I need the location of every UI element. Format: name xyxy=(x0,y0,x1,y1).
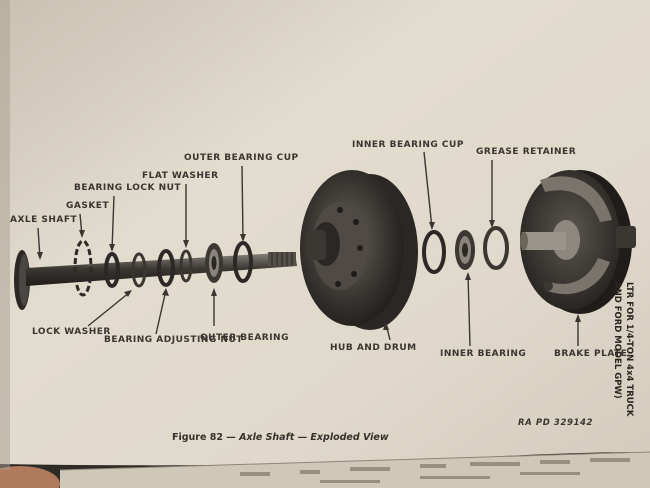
outer-bearing xyxy=(205,243,223,283)
figure-reference: RA PD 329142 xyxy=(518,418,594,428)
flat-washer xyxy=(179,249,193,283)
grease-retainer xyxy=(483,226,509,270)
lock-washer xyxy=(131,252,147,288)
figure-title: Axle Shaft xyxy=(239,432,295,443)
bearing-adjusting-nut xyxy=(157,249,175,287)
label-hub-and-drum: HUB AND DRUM xyxy=(330,343,417,353)
label-outer-bearing: OUTER BEARING xyxy=(200,333,289,343)
label-inner-bearing: INNER BEARING xyxy=(440,349,527,359)
hub-and-drum xyxy=(300,170,418,330)
figure-number: Figure 82 xyxy=(172,432,223,443)
figure-subtitle: Exploded View xyxy=(310,432,389,443)
inner-bearing-cup xyxy=(422,230,446,274)
inner-bearing xyxy=(455,230,475,270)
label-grease-retainer: GREASE RETAINER xyxy=(476,147,577,157)
label-flat-washer: FLAT WASHER xyxy=(142,171,219,181)
axle-shaft-body xyxy=(26,252,297,286)
figure-caption: Figure 82 — Axle Shaft — Exploded View xyxy=(172,432,389,443)
label-lock-washer: LOCK WASHER xyxy=(32,327,111,337)
label-gasket: GASKET xyxy=(66,201,110,211)
label-axle-shaft: AXLE SHAFT xyxy=(10,215,78,225)
brake-plate xyxy=(520,170,636,314)
side-running-head-1: LTR FOR 1/4-TON 4x4 TRUCK xyxy=(624,282,634,417)
label-bearing-adjusting-nut: BEARING ADJUSTING NUT xyxy=(104,335,243,345)
outer-bearing-cup xyxy=(233,241,253,283)
label-brake-plate: BRAKE PLATE xyxy=(554,349,628,359)
label-outer-bearing-cup: OUTER BEARING CUP xyxy=(184,153,299,163)
bearing-lock-nut xyxy=(104,252,120,288)
label-inner-bearing-cup: INNER BEARING CUP xyxy=(352,140,464,150)
side-running-head-2: AND FORD MODEL GPW) xyxy=(612,282,622,399)
gasket xyxy=(73,239,93,297)
label-bearing-lock-nut: BEARING LOCK NUT xyxy=(74,183,182,193)
